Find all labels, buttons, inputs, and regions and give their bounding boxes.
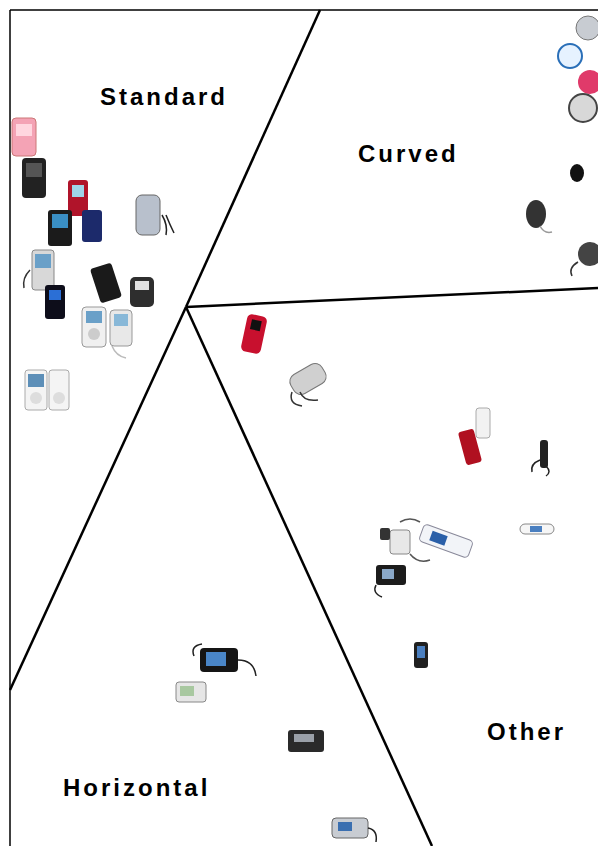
- player-screen: [530, 526, 542, 532]
- player-screen: [35, 254, 51, 268]
- player-screen: [294, 734, 314, 742]
- player-screen: [250, 319, 262, 331]
- player-screen: [72, 185, 84, 197]
- player-screen: [28, 374, 44, 387]
- player-icon: [578, 242, 598, 266]
- earphone-cord: [193, 644, 256, 676]
- player-icon: [458, 429, 482, 466]
- player-screen: [86, 311, 102, 323]
- player-screen: [417, 646, 425, 658]
- player-icon: [200, 648, 238, 672]
- player-icon: [526, 200, 546, 228]
- player-screen: [429, 531, 447, 546]
- player-icon: [414, 642, 428, 668]
- player-icon: [12, 118, 36, 156]
- player-icon: [576, 16, 598, 40]
- player-icon: [287, 360, 329, 397]
- earphone-cord: [368, 828, 376, 842]
- player-icon: [90, 262, 122, 303]
- player-icon: [288, 730, 324, 752]
- earphone-cord: [400, 519, 430, 561]
- player-screen: [16, 124, 32, 136]
- earphone-cord: [375, 585, 382, 597]
- region-label: Other: [487, 720, 566, 744]
- player-icon: [136, 195, 160, 235]
- earphone-cord: [532, 460, 549, 476]
- player-screen: [52, 214, 68, 228]
- player-screen: [338, 822, 352, 831]
- earphone-cord: [540, 226, 552, 232]
- frame-line: [9, 10, 11, 846]
- player-icon: [569, 94, 597, 122]
- player-icon: [45, 285, 65, 319]
- earphone-cord: [291, 392, 318, 406]
- player-screen: [114, 314, 128, 326]
- earphone-cord: [571, 262, 578, 276]
- player-icon: [558, 44, 582, 68]
- region-label: Curved: [358, 142, 459, 166]
- player-icon: [578, 70, 598, 94]
- player-screen: [206, 652, 226, 666]
- player-icon: [110, 310, 132, 346]
- divider-line: [186, 10, 320, 307]
- region-label: Horizontal: [63, 776, 210, 800]
- player-icon: [570, 164, 584, 182]
- player-screen: [180, 686, 194, 696]
- earphone-cord: [112, 346, 126, 358]
- player-icon: [22, 158, 46, 198]
- player-icon: [240, 313, 267, 354]
- player-icon: [476, 408, 490, 438]
- player-icon: [332, 818, 368, 838]
- player-wheel: [53, 392, 65, 404]
- region-label: Standard: [100, 85, 228, 109]
- player-wheel: [30, 392, 42, 404]
- player-icon: [82, 307, 106, 347]
- player-screen: [49, 290, 61, 300]
- player-screen: [26, 163, 42, 177]
- divider-line: [186, 307, 432, 846]
- player-icon: [380, 528, 390, 540]
- earphone-cord: [162, 215, 174, 235]
- player-icon: [390, 530, 410, 554]
- earphone-cord: [24, 270, 30, 288]
- divider-line: [186, 288, 598, 307]
- player-screen: [135, 281, 149, 290]
- divider-line: [10, 307, 186, 690]
- player-icon: [418, 524, 473, 559]
- player-icon: [520, 524, 554, 534]
- player-wheel: [88, 328, 100, 340]
- player-icon: [49, 370, 69, 410]
- frame-line: [10, 9, 598, 11]
- player-screen: [382, 569, 394, 579]
- player-icon: [376, 565, 406, 585]
- player-icon: [130, 277, 154, 307]
- player-icon: [176, 682, 206, 702]
- player-icon: [82, 210, 102, 242]
- player-icon: [25, 370, 47, 410]
- player-icon: [32, 250, 54, 290]
- player-icon: [540, 440, 548, 468]
- player-icon: [48, 210, 72, 246]
